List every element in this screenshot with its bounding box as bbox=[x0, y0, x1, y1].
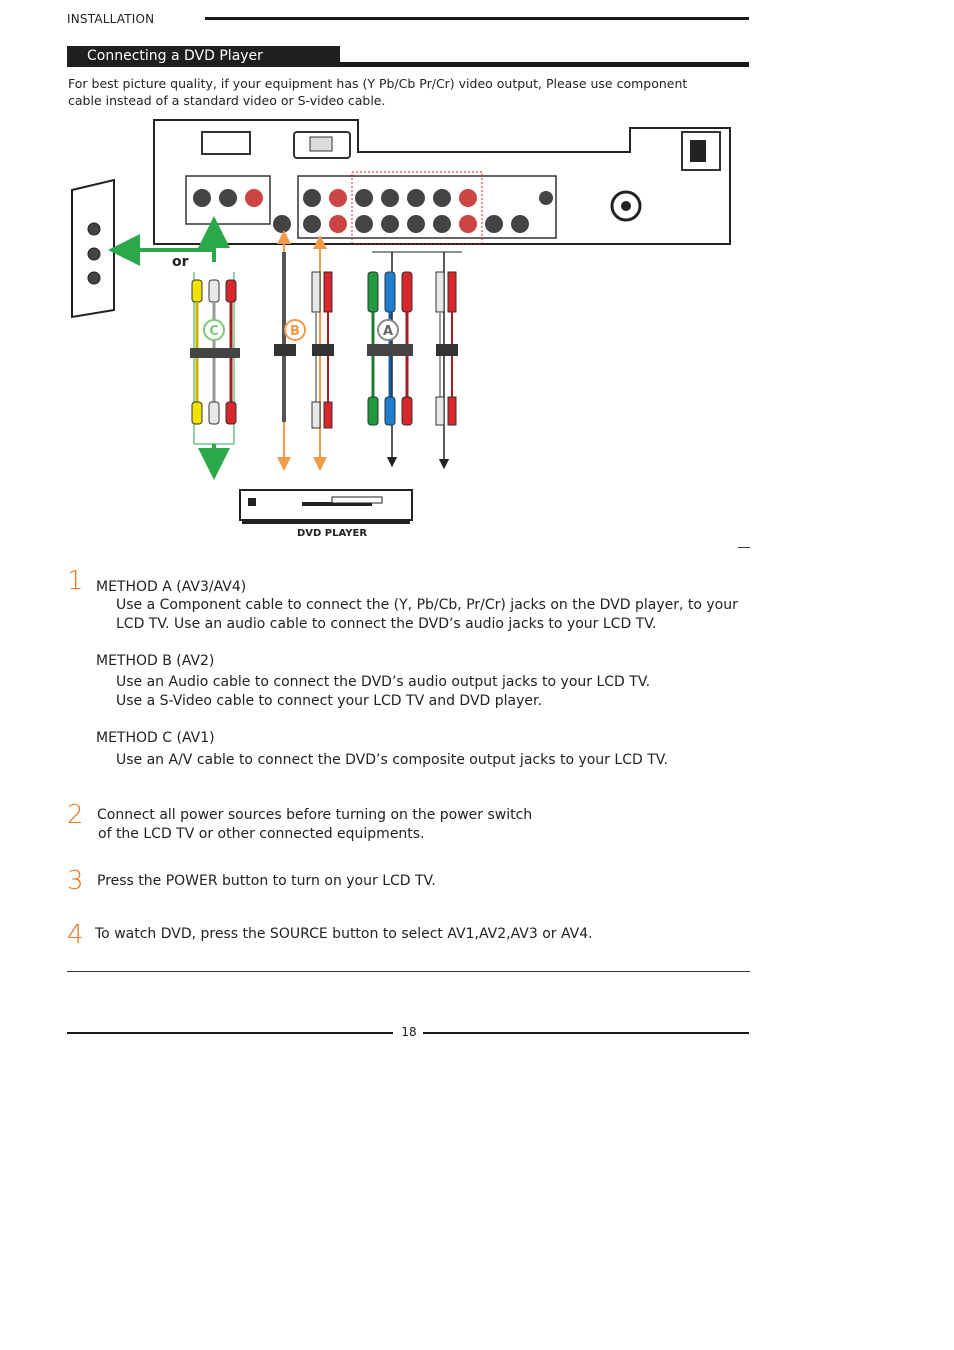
step-number: 1 bbox=[67, 566, 84, 596]
method-a-title: METHOD A (AV3/AV4) bbox=[96, 579, 247, 595]
dvd-player-label: DVD PLAYER bbox=[297, 528, 367, 539]
method-b-line-2: Use a S-Video cable to connect your LCD … bbox=[116, 693, 542, 709]
intro-line-1: For best picture quality, if your equipm… bbox=[68, 76, 688, 91]
tv-side-panel bbox=[71, 178, 115, 319]
method-c-title: METHOD C (AV1) bbox=[96, 730, 215, 746]
section-label: INSTALLATION bbox=[67, 12, 155, 26]
method-b-cables bbox=[274, 230, 334, 471]
method-a-cables bbox=[367, 251, 462, 470]
method-c-marker: C bbox=[203, 319, 225, 341]
step-number: 4 bbox=[67, 920, 84, 950]
step-4-line-1: To watch DVD, press the SOURCE button to… bbox=[95, 926, 593, 942]
page-title: Connecting a DVD Player bbox=[67, 46, 340, 66]
page-number: 18 bbox=[401, 1025, 417, 1039]
method-c-line-1: Use an A/V cable to connect the DVD’s co… bbox=[116, 752, 668, 768]
svg-text:A: A bbox=[383, 324, 393, 339]
title-rule bbox=[67, 62, 749, 67]
method-b-marker: B bbox=[284, 319, 306, 341]
intro-text: For best picture quality, if your equipm… bbox=[68, 75, 708, 109]
content-end-rule bbox=[67, 971, 750, 972]
svg-text:B: B bbox=[290, 324, 300, 339]
method-b-line-1: Use an Audio cable to connect the DVD’s … bbox=[116, 674, 651, 690]
step-number: 2 bbox=[67, 800, 84, 830]
method-b-title: METHOD B (AV2) bbox=[96, 653, 215, 669]
method-a-line-1: Use a Component cable to connect the (Y,… bbox=[116, 597, 738, 613]
footer-rule-right bbox=[423, 1032, 749, 1034]
step-2-line-2: of the LCD TV or other connected equipme… bbox=[98, 826, 425, 842]
method-a-marker: A bbox=[377, 319, 399, 341]
method-a-line-2: LCD TV. Use an audio cable to connect th… bbox=[116, 616, 657, 632]
connection-diagram: or C B bbox=[71, 119, 731, 539]
footer-rule-left bbox=[67, 1032, 393, 1034]
step-2-line-1: Connect all power sources before turning… bbox=[97, 807, 533, 823]
step-3-line-1: Press the POWER button to turn on your L… bbox=[97, 873, 436, 889]
tv-rear-panel bbox=[153, 119, 731, 245]
dvd-player bbox=[239, 489, 413, 524]
header-rule bbox=[205, 17, 749, 20]
av-cable bbox=[190, 279, 240, 425]
step-number: 3 bbox=[67, 866, 84, 896]
svg-text:C: C bbox=[209, 324, 219, 339]
or-label: or bbox=[172, 254, 189, 270]
diagram-mark bbox=[738, 547, 750, 548]
intro-line-2: cable instead of a standard video or S-v… bbox=[68, 93, 386, 108]
